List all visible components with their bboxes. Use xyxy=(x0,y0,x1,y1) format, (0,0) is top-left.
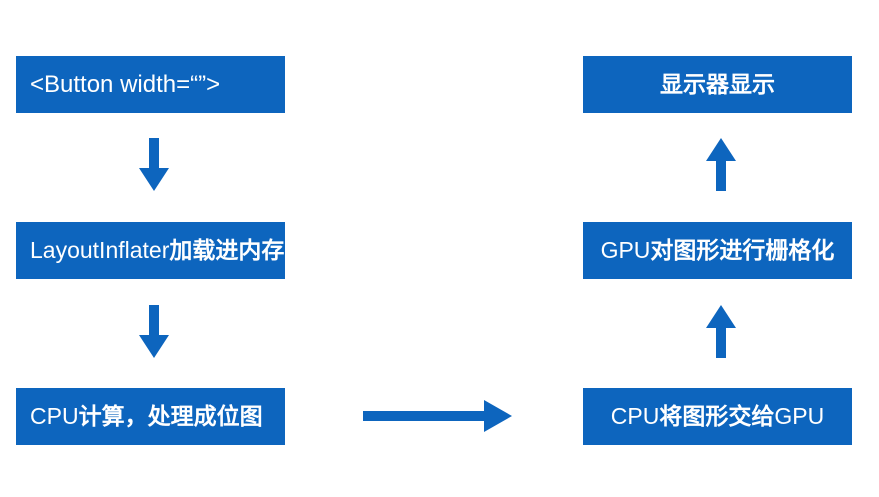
node-cpu-bitmap-label-latin: CPU xyxy=(30,403,79,430)
node-cpu-to-gpu-label-latin-lead: CPU xyxy=(610,403,660,430)
node-cpu-to-gpu-label-latin-tail: GPU xyxy=(774,403,825,430)
node-monitor-display[interactable]: 显示器显示 xyxy=(583,56,852,113)
node-gpu-rasterize-label-cjk: 对图形进行栅格化 xyxy=(650,237,835,264)
node-button-xml[interactable]: <Button width=“”> xyxy=(16,56,285,113)
node-layout-inflater-label-latin: LayoutInflater xyxy=(30,237,170,264)
node-button-xml-label: <Button width=“”> xyxy=(30,70,221,98)
arrow-down-icon-button-to-inflater xyxy=(138,138,170,192)
arrow-down-icon-inflater-to-cpu xyxy=(138,305,170,359)
node-monitor-display-label: 显示器显示 xyxy=(660,71,775,98)
arrow-up-icon-gpu-to-monitor xyxy=(705,138,737,192)
node-cpu-to-gpu-label-cjk: 将图形交给 xyxy=(659,403,775,430)
node-layout-inflater-label-cjk: 加载进内存 xyxy=(169,237,285,264)
arrow-right-icon-cpu-to-cputogpu xyxy=(363,398,513,434)
arrow-up-icon-cputogpu-to-gpu xyxy=(705,305,737,359)
node-gpu-rasterize-label-latin: GPU xyxy=(600,237,651,264)
node-cpu-bitmap-label-cjk: 计算，处理成位图 xyxy=(78,403,263,430)
